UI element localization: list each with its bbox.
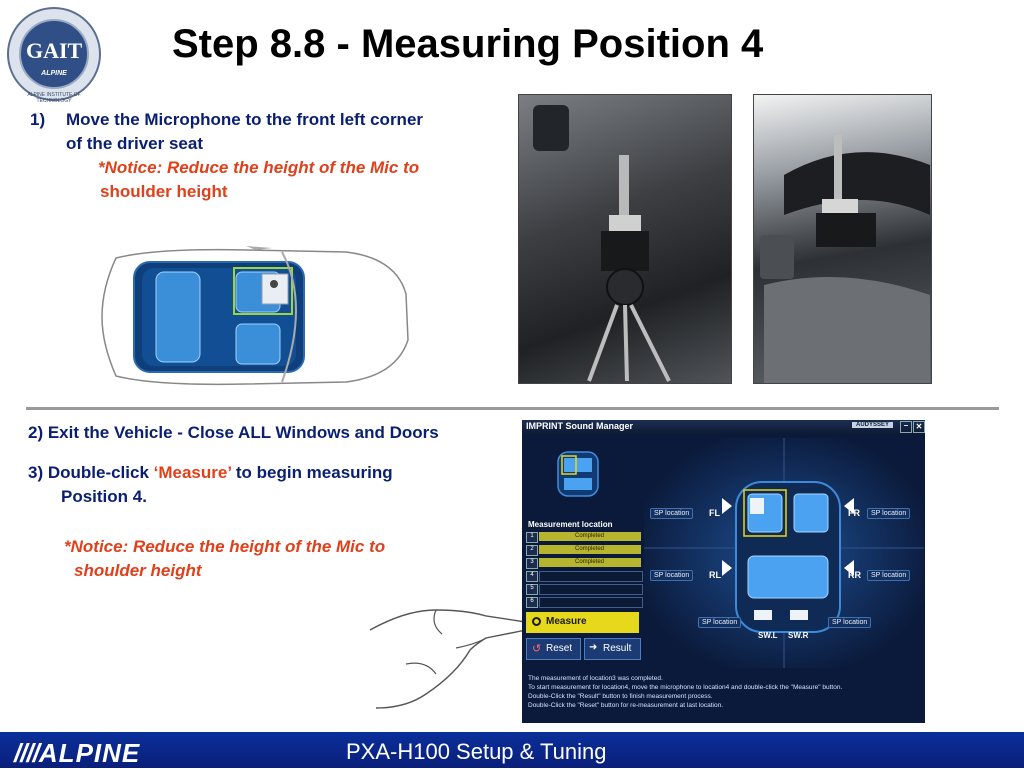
result-button-label: Result [603, 643, 632, 654]
gait-logo-sub: ALPINE [41, 70, 67, 77]
status-message: The measurement of location3 was complet… [528, 674, 920, 710]
measure-button-icon [532, 617, 541, 626]
app-title: IMPRINT Sound Manager [526, 421, 634, 431]
location-num: 2 [526, 545, 538, 556]
step3-text-line1: 3) Double-click ‘Measure’ to begin measu… [28, 463, 393, 483]
location-row-1: 1 Completed [526, 532, 641, 543]
location-bar-completed: Completed [539, 532, 641, 541]
location-status: Completed [575, 533, 605, 539]
step1-text-line1: Move the Microphone to the front left co… [66, 110, 424, 129]
location-row-2: 2 Completed [526, 545, 641, 556]
gait-logo-ring-text: ALPINE INSTITUTE OF TECHNOLOGY [27, 92, 81, 104]
status-line-1: The measurement of location3 was complet… [528, 675, 663, 682]
car-top-view [96, 244, 412, 390]
sp-location-button-fl[interactable]: SP location [650, 508, 694, 519]
step1-number: 1) [30, 110, 46, 129]
location-num: 6 [526, 597, 538, 608]
location-row-4: 4 [526, 571, 643, 582]
location-bar-completed: Completed [539, 545, 641, 554]
status-line-4: Double-Click the "Reset" button for re-m… [528, 702, 724, 709]
location-bar-empty [539, 584, 643, 595]
sp-location-button-rl[interactable]: SP location [650, 570, 694, 581]
imprint-sound-manager-window: IMPRINT Sound Manager AUDYSSEY – ✕ Measu… [522, 420, 925, 723]
step3-text-line2: Position 4. [61, 487, 147, 506]
label-fl: FL [709, 508, 720, 518]
sp-location-button-swr[interactable]: SP location [828, 617, 872, 628]
notice2-line1: *Notice: Reduce the height of the Mic to [64, 537, 386, 556]
step3-post: to begin measuring [231, 463, 393, 482]
step3-pre: 3) Double-click [28, 463, 154, 482]
location-bar-completed: Completed [539, 558, 641, 567]
result-button[interactable]: ➜ Result [584, 638, 641, 660]
location-row-5: 5 [526, 584, 643, 595]
minimize-icon[interactable]: – [900, 421, 912, 433]
label-swl: SW.L [758, 631, 778, 640]
label-rr: RR [848, 570, 861, 580]
location-status: Completed [575, 559, 605, 565]
location-num: 3 [526, 558, 538, 569]
measure-button[interactable]: Measure [526, 612, 639, 633]
app-titlebar: IMPRINT Sound Manager AUDYSSEY – ✕ [522, 420, 925, 434]
photo-mic-door-view [518, 94, 732, 384]
photo-mic-dashboard-view [753, 94, 932, 384]
status-line-3: Double-Click the "Result" button to fini… [528, 693, 713, 700]
alpine-brand-logo: ////ALPINE [14, 738, 140, 769]
gait-logo: GAIT ALPINE INSTITUTE OF TECHNOLOGY ALPI… [6, 6, 102, 104]
location-bar-empty [539, 571, 643, 582]
close-icon[interactable]: ✕ [913, 421, 925, 433]
footer-product-title: PXA-H100 Setup & Tuning [346, 739, 607, 764]
result-icon: ➜ [589, 642, 598, 653]
sp-location-button-rr[interactable]: SP location [867, 570, 911, 581]
measure-button-label: Measure [546, 616, 587, 627]
alpine-stripes-icon: //// [14, 738, 40, 768]
notice1-line2: shoulder height [100, 182, 228, 201]
footer-bar [0, 732, 1024, 768]
notice2-line2: shoulder height [74, 561, 202, 580]
location-row-3: 3 Completed [526, 558, 641, 569]
location-status: Completed [575, 546, 605, 552]
step1-text-line2: of the driver seat [66, 134, 203, 153]
location-row-6: 6 [526, 597, 643, 608]
hand-pointer-illustration [366, 604, 536, 714]
step3-measure-highlight: ‘Measure’ [153, 463, 232, 482]
location-num: 5 [526, 584, 538, 595]
notice1-line1: *Notice: Reduce the height of the Mic to [98, 158, 420, 177]
section-divider [26, 407, 999, 410]
reset-icon: ↺ [532, 643, 542, 655]
label-swr: SW.R [788, 631, 809, 640]
status-line-2: To start measurement for location4, move… [528, 684, 843, 691]
location-num: 4 [526, 571, 538, 582]
location-num: 1 [526, 532, 538, 543]
sp-location-button-swl[interactable]: SP location [698, 617, 742, 628]
speaker-map [644, 438, 924, 668]
gait-logo-graphic [7, 7, 101, 101]
alpine-brand-text: ALPINE [38, 738, 141, 768]
label-fr: FR [848, 508, 860, 518]
sp-location-button-fr[interactable]: SP location [867, 508, 911, 519]
step2-text: 2) Exit the Vehicle - Close ALL Windows … [28, 423, 439, 442]
measurement-location-label: Measurement location [528, 520, 613, 529]
app-brand-badge: AUDYSSEY [852, 422, 894, 428]
reset-button-label: Reset [546, 643, 573, 654]
label-rl: RL [709, 570, 721, 580]
gait-logo-text: GAIT [26, 38, 83, 63]
mini-car-icon [554, 450, 602, 498]
location-bar-empty [539, 597, 643, 608]
reset-button[interactable]: ↺ Reset [526, 638, 581, 660]
page-title: Step 8.8 - Measuring Position 4 [172, 22, 764, 66]
